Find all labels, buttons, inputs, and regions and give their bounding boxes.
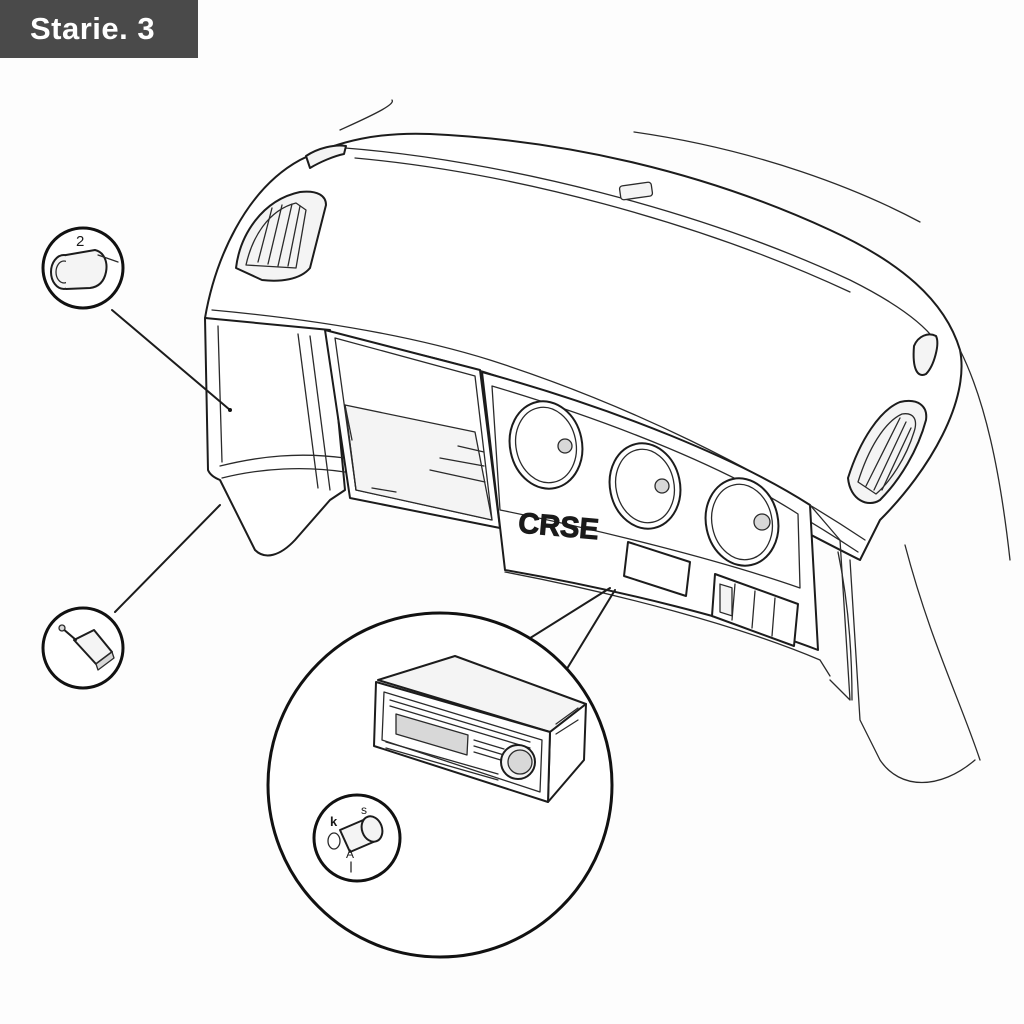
right-air-vent <box>847 333 939 505</box>
gauge-center <box>608 442 682 530</box>
gauge-right <box>704 477 780 567</box>
car-radio <box>373 655 587 803</box>
left-lower-panel <box>204 317 346 557</box>
left-air-vent <box>235 190 327 282</box>
right-lower-panel <box>809 349 1011 784</box>
callout-plug <box>41 606 125 690</box>
cluster-switch-panel <box>623 541 799 647</box>
callout-part-2: 2 <box>41 226 125 310</box>
callout-label-k: k <box>330 814 338 829</box>
callout-connector: s k A <box>312 793 402 883</box>
callout-label-2: 2 <box>76 233 84 250</box>
instrument-cluster: CRSE <box>481 371 831 677</box>
windshield-lines <box>339 99 921 223</box>
callout-label-s: s <box>361 803 367 817</box>
gauge-left <box>508 400 584 490</box>
defroster-slot <box>305 144 654 201</box>
callout-label-a: A <box>346 847 354 861</box>
figure-title: Starie. 3 <box>0 0 198 58</box>
cluster-badge: CRSE <box>517 507 600 546</box>
callout-radio-unit: s k A <box>266 611 614 959</box>
